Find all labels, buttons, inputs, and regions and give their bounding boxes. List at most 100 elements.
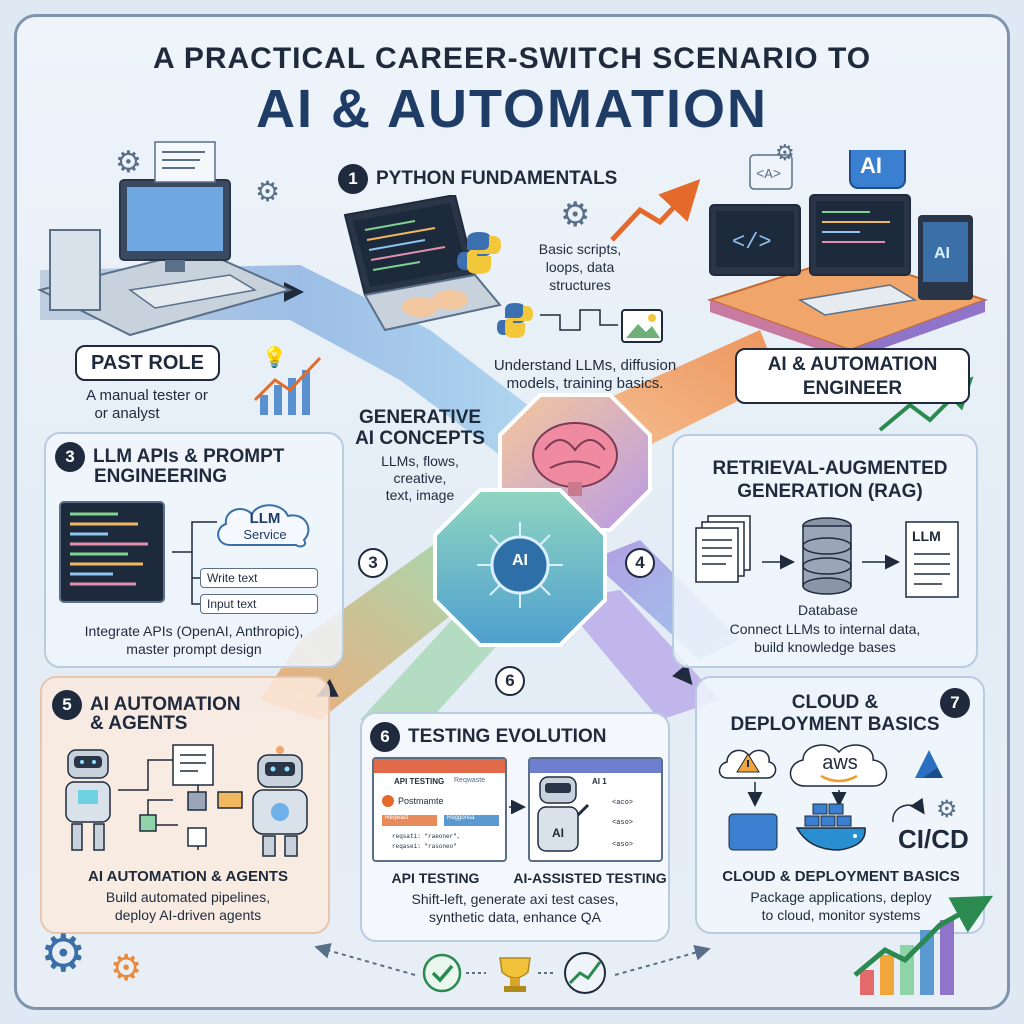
stage-5-subtitle: AI AUTOMATION & AGENTS — [88, 868, 288, 885]
generative-title: GENERATIVE AI CONCEPTS — [350, 407, 490, 450]
generative-title-line-2: AI CONCEPTS — [355, 427, 485, 449]
lightbulb-icon: 💡 — [262, 347, 287, 369]
cicd-label: CI/CD — [898, 824, 969, 854]
generative-title-line-1: GENERATIVE — [358, 407, 482, 428]
aws-logo-text: aws — [822, 752, 858, 774]
stage-3-heading: 3 LLM APIs & PROMPT — [55, 442, 284, 472]
rag-database-label: Database — [798, 602, 858, 618]
engineer-workstation-illustration: </> AI <A> AI — [706, 150, 989, 360]
flow-connector — [540, 309, 618, 331]
python-logo-icon — [457, 232, 501, 274]
image-icon — [621, 309, 663, 343]
stage-1-title: PYTHON FUNDAMENTALS — [376, 168, 618, 190]
stage-6-heading: 6 TESTING EVOLUTION — [370, 722, 606, 752]
api-screen-tab: Reqwaste — [454, 777, 486, 784]
gear-icon: ⚙ — [560, 196, 591, 234]
past-role-desc-line-2: or analyst — [94, 405, 160, 422]
generative-desc-line-2: creative, — [393, 470, 447, 486]
stage-3-desc-line-2: master prompt design — [126, 641, 262, 657]
stage-1-desc-line-2: models, training basics. — [506, 375, 664, 392]
rag-desc-line-1: Connect LLMs to internal data, — [729, 621, 921, 637]
svg-text:AI: AI — [934, 245, 950, 262]
cloud-deployment-illustration — [718, 744, 943, 851]
stage-7-desc-line-2: to cloud, monitor systems — [761, 907, 921, 923]
code-window-icon — [59, 501, 165, 603]
api-testing-screen: API TESTING Reqwaste Postmamte Reqwast R… — [372, 757, 507, 862]
svg-text:AI: AI — [860, 153, 882, 178]
rag-llm-doc-label: LLM — [912, 528, 941, 544]
stage-3-title-line-2: ENGINEERING — [94, 466, 228, 487]
llm-service-line-1: LLM — [249, 510, 281, 527]
api-screen-app: Postmamte — [398, 796, 444, 806]
hub-ai-label: AI — [512, 552, 528, 569]
destination-label: AI & AUTOMATION ENGINEER — [735, 348, 970, 404]
rag-flow-illustration — [695, 515, 959, 598]
api-screen-request: Reqwast — [382, 815, 437, 826]
api-screen-title: API TESTING — [394, 777, 445, 786]
gear-icon: ⚙ — [775, 140, 795, 165]
destination-label-line-2: ENGINEER — [802, 378, 903, 399]
stage-5-heading: 5 AI AUTOMATION — [52, 690, 241, 720]
gear-icon: ⚙ — [936, 796, 958, 823]
testing-robot-label: AI — [552, 826, 564, 840]
postman-logo-icon — [382, 795, 394, 807]
llm-service-cloud-icon — [217, 504, 310, 548]
generative-desc-line-1: LLMs, flows, — [381, 453, 459, 469]
api-screen-code-1: reqsati: "raeoner", — [392, 833, 461, 840]
api-screen-response: Reggonsa — [444, 815, 499, 826]
stage-6-desc-line-1: Shift-left, generate axi test cases, — [411, 891, 619, 907]
ai-screen-code-3: <aso> — [612, 841, 634, 849]
stage-7-title-line-2: DEPLOYMENT BASICS — [730, 714, 940, 735]
past-role-desc-line-1: A manual tester or — [86, 387, 208, 404]
hub-number-bottom: 6 — [495, 666, 525, 696]
stage-1-number: 1 — [338, 164, 368, 194]
stage-1-desc-line-1: Understand LLMs, diffusion — [493, 357, 677, 374]
api-screen-code-2: reqasei: "rasoneo" — [392, 843, 457, 850]
stage-7-number: 7 — [940, 688, 970, 718]
stage-1-note-line-3: structures — [549, 277, 611, 293]
rag-title-line-2: GENERATION (RAG) — [737, 481, 923, 502]
stage-5-desc-line-2: deploy AI-driven agents — [114, 907, 262, 923]
python-logo-icon — [497, 303, 533, 338]
rag-desc-line-2: build knowledge bases — [754, 639, 896, 655]
ai-screen-code-1: <aco> — [612, 799, 634, 807]
stage-3-number: 3 — [55, 442, 85, 472]
growth-chart-icon — [853, 895, 994, 995]
api-testing-label: API TESTING — [391, 870, 480, 886]
past-role-label: PAST ROLE — [75, 345, 220, 381]
ai-screen-code-2: <aso> — [612, 819, 634, 827]
stage-5-title-line-2: & AGENTS — [90, 713, 188, 734]
rag-title-line-1: RETRIEVAL-AUGMENTED — [712, 458, 948, 479]
stage-1-note-line-2: loops, data — [545, 259, 615, 275]
stage-5-title-line-1: AI AUTOMATION — [90, 694, 241, 716]
arrow-right-icon — [509, 800, 526, 814]
gear-icon: ⚙ — [110, 947, 143, 988]
stage-5-desc-line-1: Build automated pipelines, — [105, 889, 271, 905]
llm-service-line-2: Service — [243, 527, 287, 542]
generative-desc-line-3: text, image — [385, 487, 455, 503]
svg-text:</>: </> — [732, 230, 772, 255]
stage-5-number: 5 — [52, 690, 82, 720]
agents-workflow-illustration — [65, 744, 308, 857]
past-role-desk-illustration — [37, 141, 293, 337]
stage-3-title-line-1: LLM APIs & PROMPT — [93, 446, 285, 468]
gear-icon: ⚙ — [255, 176, 281, 207]
stage-1-heading: 1 PYTHON FUNDAMENTALS — [338, 164, 617, 194]
destination-label-line-1: AI & AUTOMATION — [767, 354, 938, 375]
laptop-coding-illustration — [343, 195, 502, 332]
title-line-1: A PRACTICAL CAREER-SWITCH SCENARIO TO — [152, 42, 872, 75]
stage-6-title: TESTING EVOLUTION — [408, 726, 607, 748]
write-text-box: Write text — [200, 568, 318, 588]
gear-icon: ⚙ — [40, 925, 87, 983]
stage-6-desc-line-2: synthetic data, enhance QA — [429, 909, 601, 925]
stage-1-note-line-1: Basic scripts, — [538, 241, 622, 257]
stage-7-desc-line-1: Package applications, deploy — [750, 889, 932, 905]
stage-3-desc-line-1: Integrate APIs (OpenAI, Anthropic), — [84, 623, 304, 639]
hub-number-right: 4 — [625, 548, 655, 578]
stage-7-subtitle: CLOUD & DEPLOYMENT BASICS — [722, 868, 960, 885]
testing-robot-illustration — [537, 776, 590, 852]
svg-text:<A>: <A> — [756, 167, 781, 183]
stage-6-number: 6 — [370, 722, 400, 752]
stage-7-title-line-1: CLOUD & — [791, 692, 879, 713]
ai-testing-label: AI-ASSISTED TESTING — [513, 870, 667, 886]
